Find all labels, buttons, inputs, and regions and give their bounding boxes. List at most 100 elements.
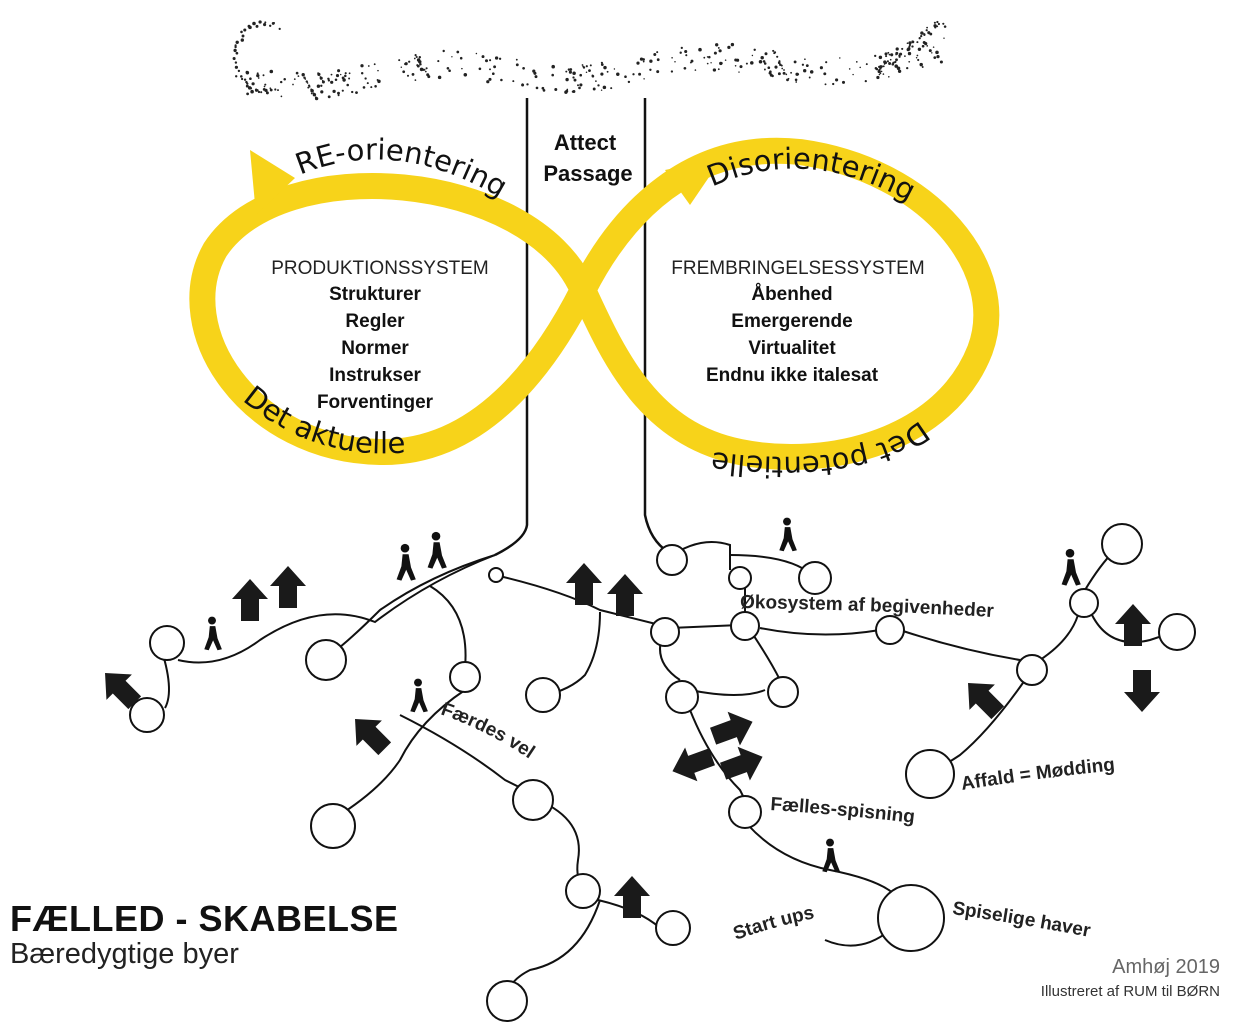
cloud-dot — [877, 69, 881, 74]
cloud-dot — [674, 60, 676, 63]
cloud-dot — [269, 69, 274, 74]
cloud-dot — [279, 80, 283, 84]
cloud-dot — [649, 59, 653, 63]
cloud-dot — [565, 77, 569, 82]
cloud-dot — [572, 76, 575, 79]
cloud-dot — [258, 20, 262, 24]
cloud-dot — [921, 44, 925, 48]
passage-label-line2: Passage — [543, 161, 632, 186]
cloud-dot — [463, 73, 468, 77]
cloud-dot — [937, 22, 941, 26]
cloud-dot — [600, 61, 603, 64]
cloud-dot — [942, 22, 945, 25]
cloud-dot — [533, 71, 537, 75]
cloud-dot — [592, 87, 596, 91]
cloud-dot — [233, 48, 237, 53]
cloud-dot — [710, 62, 712, 64]
cloud-dot — [603, 65, 607, 70]
cloud-dot — [805, 64, 809, 67]
cloud-dot — [923, 33, 926, 37]
cloud-dot — [344, 74, 347, 78]
cloud-dot — [309, 86, 311, 88]
cloud-dot — [694, 69, 697, 71]
label-faelles-spisning: Fælles-spisning — [770, 794, 916, 828]
cloud-dot — [351, 90, 354, 94]
cloud-dot — [915, 56, 918, 59]
cloud-dot — [684, 49, 688, 54]
cloud-dot — [355, 91, 358, 94]
cloud-dot — [892, 61, 895, 64]
cloud-dot — [234, 44, 237, 47]
cloud-dot — [263, 23, 267, 27]
cloud-dot — [920, 31, 924, 35]
cloud-dot — [478, 67, 482, 71]
cloud-dot — [895, 47, 899, 51]
direction-arrow — [955, 670, 1011, 726]
cloud-dot — [249, 77, 252, 80]
cloud-dot — [719, 61, 723, 66]
cloud-dot — [243, 78, 247, 81]
cloud-dot — [494, 56, 499, 60]
cloud-dot — [542, 89, 546, 92]
cloud-dot — [240, 77, 244, 81]
cloud-dot — [883, 60, 887, 64]
cloud-dot — [803, 69, 807, 73]
cloud-dot — [310, 89, 314, 93]
network-node — [525, 677, 561, 713]
network-node — [305, 639, 347, 681]
cloud-dot — [790, 71, 793, 74]
cloud-dot — [581, 64, 584, 66]
cloud-dot — [283, 78, 286, 81]
cloud-dot — [600, 63, 604, 66]
cloud-dot — [600, 89, 603, 91]
cloud-dot — [859, 66, 861, 69]
cloud-dot — [565, 70, 568, 73]
network-node — [905, 749, 955, 799]
cloud-dot — [929, 32, 933, 36]
cloud-dot — [419, 63, 422, 66]
cloud-dot — [819, 66, 823, 70]
cloud-dot — [317, 72, 321, 76]
cloud-dot — [762, 60, 766, 63]
cloud-dot — [402, 70, 406, 74]
cloud-dot — [306, 82, 309, 84]
cloud-dot — [919, 62, 923, 67]
cloud-dot — [235, 51, 239, 55]
network-nodes — [129, 523, 1196, 1022]
produktion-item: Forventinger — [317, 392, 434, 413]
cloud-dot — [370, 86, 373, 89]
cloud-dot — [824, 83, 827, 86]
cloud-dot — [448, 69, 451, 72]
cloud-dot — [745, 62, 748, 65]
cloud-dot — [245, 80, 248, 84]
cloud-dot — [895, 51, 899, 55]
cloud-dot — [254, 88, 259, 92]
cloud-dot — [763, 68, 766, 71]
cloud-dot — [795, 72, 799, 76]
cloud-dot — [597, 84, 600, 87]
network-node — [512, 779, 554, 821]
cloud-dot — [931, 52, 933, 54]
cloud-dot — [916, 54, 919, 57]
cloud-dot — [571, 90, 574, 93]
cloud-dot — [690, 59, 694, 63]
cloud-dot — [717, 68, 720, 71]
cloud-dot — [882, 65, 885, 68]
cloud-dot — [459, 56, 463, 60]
network-node — [488, 567, 504, 583]
cloud-dot — [404, 62, 407, 66]
walking-person-icon — [427, 531, 447, 569]
cloud-dot — [535, 86, 539, 90]
cloud-dot — [240, 75, 243, 78]
cloud-dot — [920, 34, 923, 38]
direction-arrow — [566, 563, 602, 605]
network-node — [486, 980, 528, 1022]
cloud-dot — [683, 66, 687, 70]
cloud-dot — [567, 68, 571, 71]
cloud-dot — [373, 63, 376, 66]
cloud-dot — [526, 83, 529, 86]
cloud-dot — [943, 25, 947, 28]
cloud-dot — [916, 41, 919, 44]
cloud-dot — [706, 62, 709, 65]
label-affald: Affald = Mødding — [960, 754, 1116, 795]
